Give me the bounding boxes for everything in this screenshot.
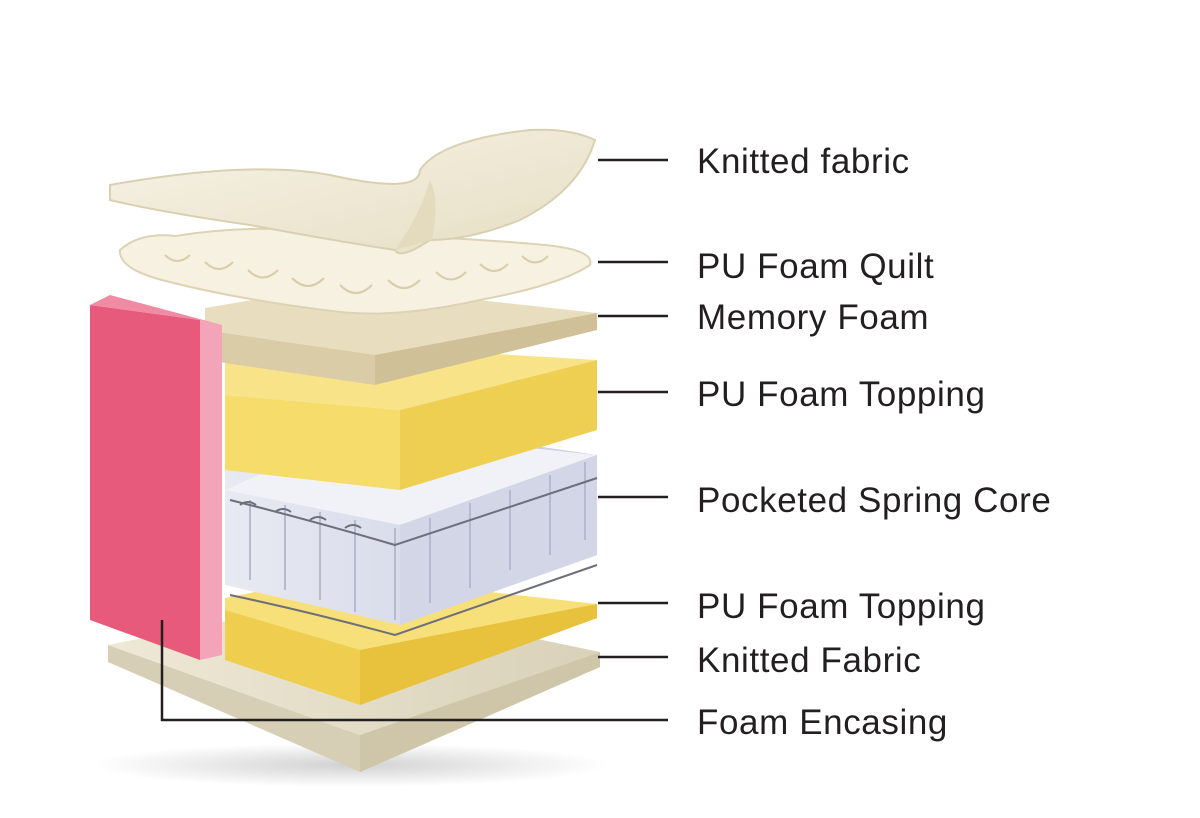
leader-lines bbox=[160, 158, 668, 722]
label-knitted-fabric-bottom: Knitted Fabric bbox=[697, 641, 922, 680]
label-foam-encasing: Foam Encasing bbox=[697, 703, 948, 742]
label-memory-foam: Memory Foam bbox=[697, 298, 930, 337]
label-pu-foam-topping-lower: PU Foam Topping bbox=[697, 587, 986, 626]
foam-encasing-panel bbox=[90, 295, 222, 660]
leader-line-foam-encasing bbox=[160, 620, 668, 722]
top-knitted-fabric-layer bbox=[109, 128, 597, 255]
label-pocketed-spring-core: Pocketed Spring Core bbox=[697, 481, 1052, 520]
pu-foam-quilt-layer bbox=[118, 227, 592, 315]
label-pu-foam-topping-upper: PU Foam Topping bbox=[697, 375, 986, 414]
label-knitted-fabric-top: Knitted fabric bbox=[697, 142, 910, 181]
label-pu-foam-quilt: PU Foam Quilt bbox=[697, 247, 935, 286]
